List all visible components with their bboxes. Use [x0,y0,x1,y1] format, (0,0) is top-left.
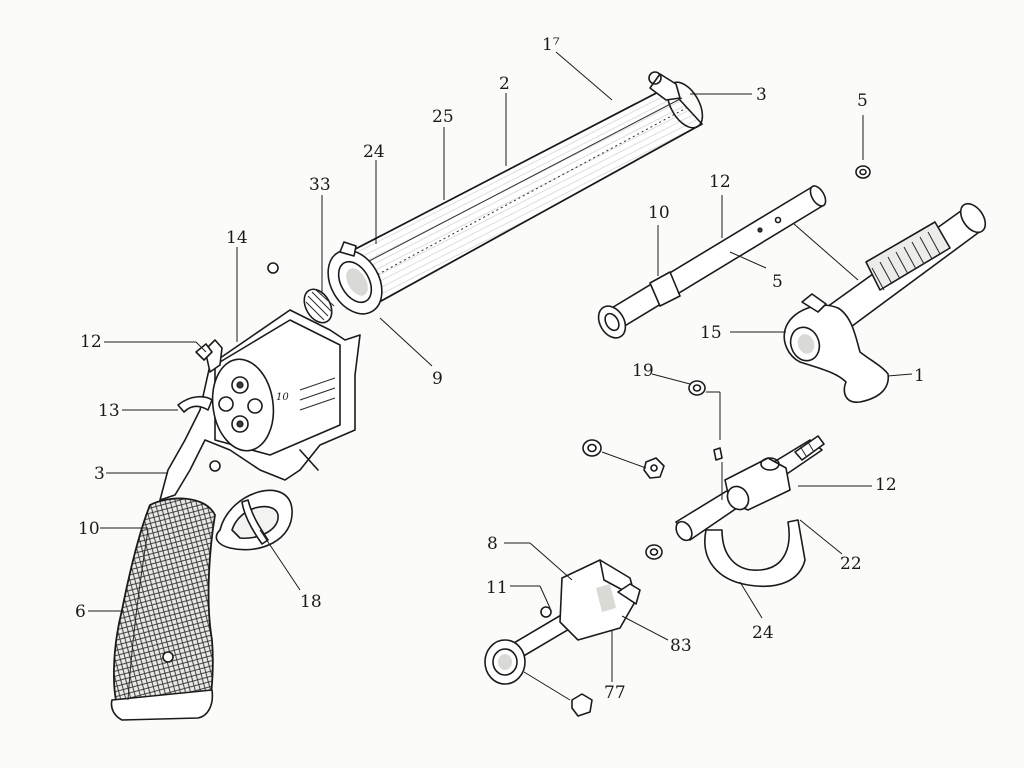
label-3-top: 3 [756,85,767,105]
latch-assembly-part [484,559,641,717]
label-8: 8 [487,534,498,554]
label-18: 18 [300,592,322,612]
trigger-assembly-part [675,435,825,587]
label-24-top: 24 [363,142,385,162]
barrel-part [327,71,704,315]
label-3-left: 3 [94,464,105,484]
label-14: 14 [226,228,248,248]
loading-lever-part [783,202,987,403]
cylinder-engraving: 10 [276,392,289,403]
label-12-left: 12 [80,332,102,352]
label-6: 6 [75,602,86,622]
label-77: 77 [604,683,626,703]
label-25: 25 [432,107,454,127]
label-11: 11 [486,578,508,598]
pin-part [713,447,723,461]
washer-19-part [688,380,706,396]
label-24-right: 24 [752,623,774,643]
label-13: 13 [98,401,120,421]
label-83: 83 [670,636,692,656]
washer-part [855,165,871,179]
washer-left-part [582,439,602,457]
label-15: 15 [700,323,722,343]
label-12-right: 12 [875,475,897,495]
label-10-rod: 10 [648,203,670,223]
nut-part [643,457,665,479]
washer-small-part [645,544,663,560]
label-5-rod: 5 [772,272,783,292]
part-labels: 1⁷ 2 3 25 24 33 14 12 13 3 10 6 18 9 5 1… [75,35,925,703]
label-12-rod: 12 [709,172,731,192]
label-9: 9 [432,369,443,389]
revolver-frame: 10 [110,262,361,721]
label-10-left: 10 [78,519,100,539]
label-33: 33 [309,175,331,195]
leader-lines [88,51,913,701]
ejector-rod-part [597,185,827,339]
label-1: 1 [914,366,925,386]
label-22: 22 [840,554,862,574]
knurled-ring-part [303,288,335,324]
label-17-top: 1⁷ [542,35,560,55]
checkered-grip [113,497,216,709]
label-19: 19 [632,361,654,381]
label-5-top: 5 [857,91,868,111]
label-2: 2 [499,74,510,94]
